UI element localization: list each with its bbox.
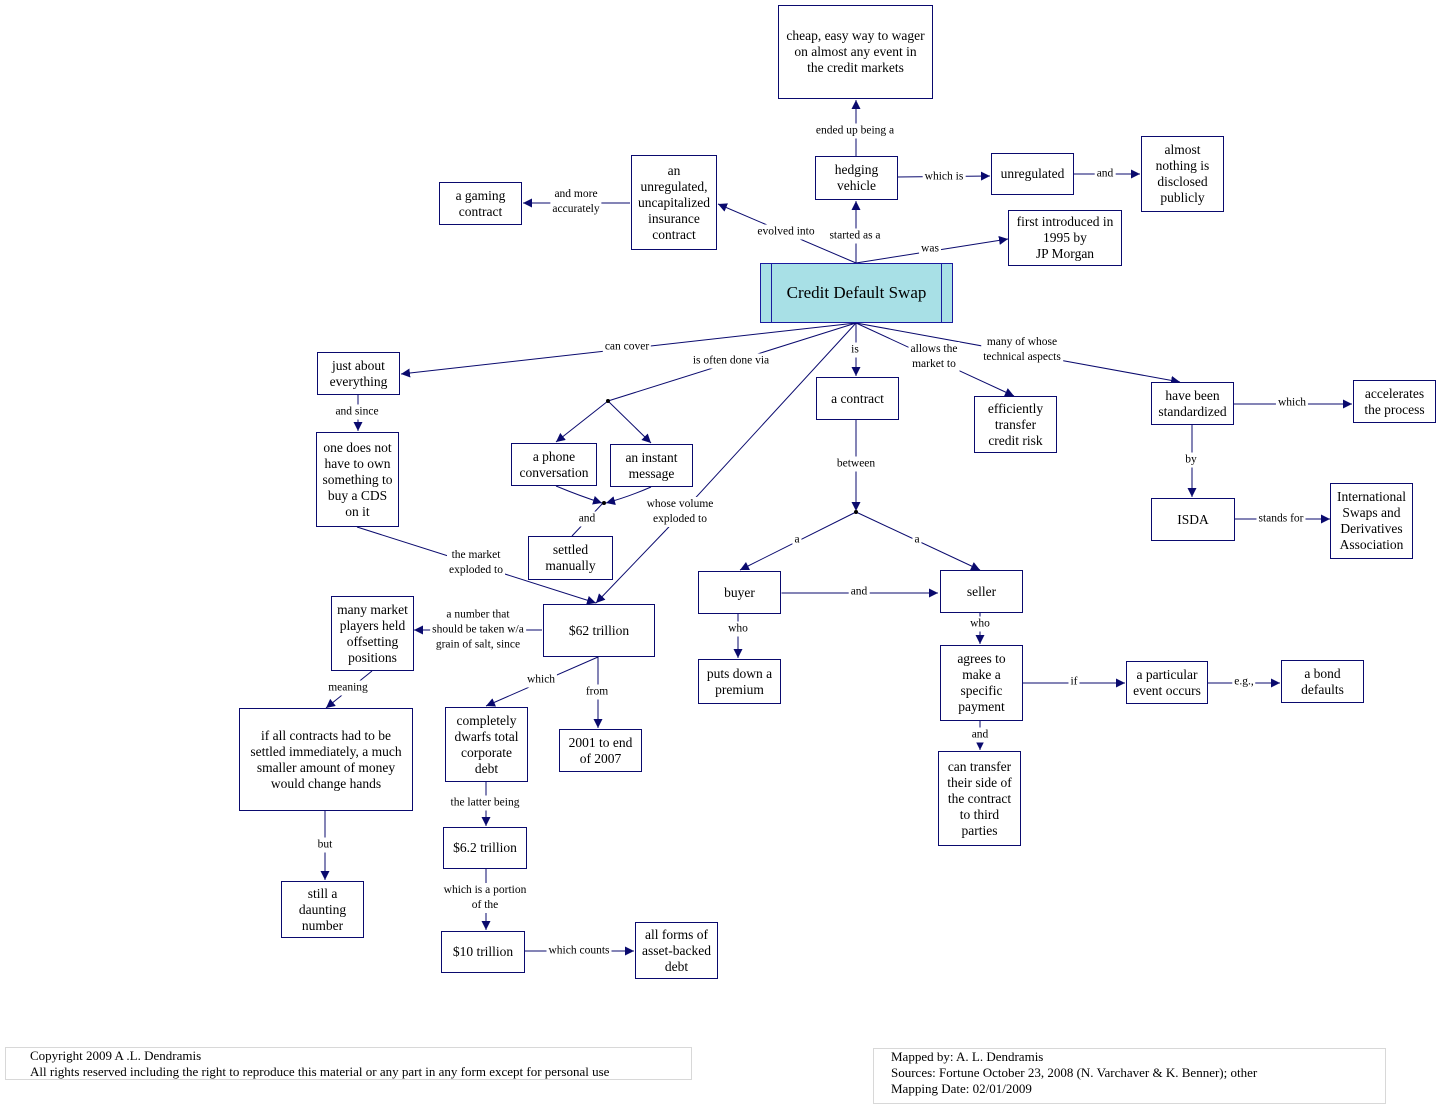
concept-seller[interactable]: seller — [940, 570, 1023, 613]
link-label-by: by — [1183, 452, 1199, 468]
junction-dot-via — [606, 399, 610, 403]
concept-bond-defaults[interactable]: a bond defaults — [1281, 660, 1364, 703]
link-label-between: between — [834, 456, 878, 472]
link-label-and-more-accurately: and more accurately — [550, 187, 602, 217]
concept-settled-manually[interactable]: settled manually — [528, 536, 613, 580]
link-label-which-dwarfs: which — [524, 672, 558, 688]
edge-whosevolume-sixtytwo — [595, 529, 667, 604]
edge-phone-junction2 — [555, 485, 603, 505]
copyright-notice: Copyright 2009 A .L. Dendramis All right… — [5, 1047, 692, 1080]
concept-phone-conversation[interactable]: a phone conversation — [511, 443, 597, 486]
concept-a-contract[interactable]: a contract — [816, 377, 899, 420]
concept-gaming-contract[interactable]: a gaming contract — [439, 182, 522, 225]
link-label-meaning: meaning — [326, 680, 370, 696]
link-label-a-seller: a — [912, 532, 922, 548]
concept-international-swaps[interactable]: International Swaps and Derivatives Asso… — [1330, 483, 1413, 559]
edge-instant-junction2 — [605, 486, 652, 505]
link-label-whose-volume: whose volume exploded to — [644, 497, 716, 527]
concept-accelerates[interactable]: accelerates the process — [1353, 380, 1436, 423]
concept-standardized[interactable]: have been standardized — [1151, 382, 1234, 425]
link-label-which-counts: which counts — [546, 943, 612, 959]
concept-unregulated[interactable]: unregulated — [991, 153, 1074, 195]
concept-dwarfs-corporate-debt[interactable]: completely dwarfs total corporate debt — [445, 707, 528, 782]
concept-isda[interactable]: ISDA — [1151, 498, 1235, 541]
concept-just-about-everything[interactable]: just about everything — [317, 352, 400, 395]
concept-agrees-to-pay[interactable]: agrees to make a specific payment — [940, 645, 1023, 721]
concept-asset-backed-debt[interactable]: all forms of asset-backed debt — [635, 922, 718, 979]
concept-many-market-players[interactable]: many market players held offsetting posi… — [331, 596, 414, 671]
link-label-a-buyer: a — [792, 532, 802, 548]
link-label-which-accelerates: which — [1275, 395, 1309, 411]
concept-almost-nothing-disclosed[interactable]: almost nothing is disclosed publicly — [1141, 136, 1224, 212]
concept-6-2-trillion[interactable]: $6.2 trillion — [443, 827, 527, 869]
link-label-many-of-whose: many of whose technical aspects — [981, 335, 1063, 365]
concept-efficiently-transfer[interactable]: efficiently transfer credit risk — [974, 396, 1057, 453]
link-label-is-often-done-via: is often done via — [690, 353, 772, 369]
link-label-and-buyer-seller: and — [848, 584, 870, 600]
link-label-can-cover: can cover — [602, 339, 652, 355]
concept-cheap-wager[interactable]: cheap, easy way to wager on almost any e… — [778, 5, 933, 99]
link-label-which-is: which is — [922, 169, 966, 185]
link-label-who-seller: who — [968, 616, 992, 632]
mapping-credits: Mapped by: A. L. Dendramis Sources: Fort… — [873, 1048, 1386, 1104]
link-label-evolved-into: evolved into — [755, 224, 817, 240]
link-label-is: is — [849, 342, 861, 358]
concept-10-trillion[interactable]: $10 trillion — [441, 931, 525, 973]
concept-puts-down-premium[interactable]: puts down a premium — [698, 659, 781, 704]
concept-still-daunting[interactable]: still a daunting number — [281, 881, 364, 938]
link-label-from: from — [583, 684, 611, 700]
concept-62-trillion[interactable]: $62 trillion — [543, 604, 655, 657]
concept-instant-message[interactable]: an instant message — [610, 444, 693, 487]
concept-insurance-contract[interactable]: an unregulated, uncapitalized insurance … — [631, 155, 717, 250]
link-label-allows-the-market-to: allows the market to — [908, 342, 960, 372]
link-label-a-number-that: a number that should be taken w/a grain … — [430, 607, 526, 653]
link-label-who-buyer: who — [726, 621, 750, 637]
concept-hedging-vehicle[interactable]: hedging vehicle — [815, 156, 898, 200]
concept-one-does-not-own[interactable]: one does not have to own something to bu… — [316, 432, 399, 527]
edge-junction1-instant — [607, 400, 652, 444]
link-label-and-settled: and — [576, 511, 598, 527]
link-label-but: but — [315, 837, 335, 853]
link-label-started-as-a: started as a — [827, 228, 883, 244]
link-label-was: was — [919, 241, 941, 257]
edge-cds-sixtytwo — [665, 322, 857, 531]
junction-dot-between — [854, 510, 858, 514]
junction-dot-and — [602, 501, 606, 505]
link-label-the-latter-being: the latter being — [448, 795, 522, 811]
edge-junction1-phone — [555, 400, 609, 443]
concept-credit-default-swap[interactable]: Credit Default Swap — [760, 263, 953, 323]
concept-if-all-contracts[interactable]: if all contracts had to be settled immed… — [239, 708, 413, 811]
link-label-ended-up-being-a: ended up being a — [813, 123, 897, 139]
link-label-and-since: and since — [333, 404, 381, 420]
link-label-the-market: the market exploded to — [447, 548, 505, 578]
link-label-if: if — [1068, 674, 1080, 690]
link-label-and: and — [1094, 166, 1116, 182]
link-label-eg: e.g., — [1232, 674, 1256, 690]
concept-buyer[interactable]: buyer — [698, 571, 781, 614]
link-label-and-transfer: and — [969, 727, 991, 743]
concept-particular-event[interactable]: a particular event occurs — [1126, 661, 1208, 704]
concept-first-introduced[interactable]: first introduced in 1995 by JP Morgan — [1008, 210, 1122, 266]
concept-can-transfer[interactable]: can transfer their side of the contract … — [938, 751, 1021, 846]
link-label-which-is-a-portion: which is a portion of the — [441, 883, 529, 913]
concept-2001-to-2007[interactable]: 2001 to end of 2007 — [559, 729, 642, 772]
link-label-stands-for: stands for — [1256, 511, 1306, 527]
